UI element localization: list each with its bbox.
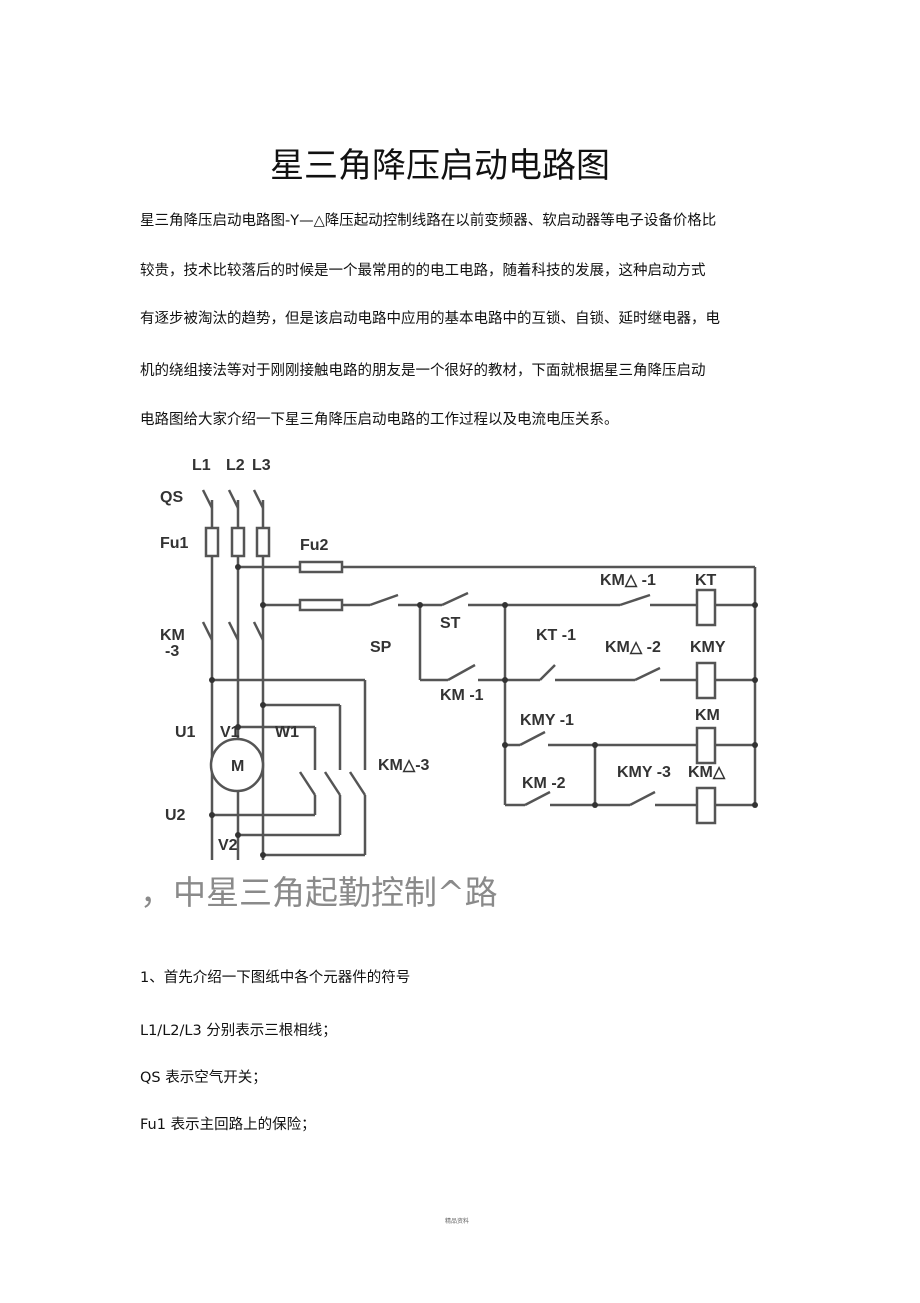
label-u1: U1	[175, 724, 196, 741]
intro-line: 星三角降压启动电路图-Y—△降压起动控制线路在以前变频器、软启动器等电子设备价格…	[140, 213, 717, 229]
fuse	[298, 598, 344, 612]
intro-line: 较贵，技术比较落后的时候是一个最常用的的电工电路，随着科技的发展，这种启动方式	[140, 263, 706, 279]
junction-dots	[209, 564, 758, 858]
label-st: ST	[440, 615, 461, 632]
label-km3-suffix: -3	[165, 643, 179, 660]
kmy-coil	[695, 661, 717, 700]
label-sp: SP	[370, 639, 392, 656]
text-line: Fu1 表示主回路上的保险；	[140, 1117, 316, 1133]
label-km1: KM -1	[440, 687, 484, 704]
label-kt: KT	[695, 572, 717, 589]
label-kmd3: KM△-3	[378, 757, 430, 774]
kmd-coil	[695, 786, 717, 825]
label-kt1: KT -1	[536, 627, 576, 644]
circuit-diagram: L1 L2 L3 QS Fu1 Fu2 KM -3 SP ST KM -1 KT…	[160, 457, 758, 860]
section-heading: ，中星三角起勤控制^路	[140, 873, 498, 912]
label-kmy: KMY	[690, 639, 726, 656]
text-line: 1、首先介绍一下图纸中各个元器件的符号	[140, 970, 411, 986]
fu1-fuses	[204, 526, 271, 558]
intro-line: 电路图给大家介绍一下星三角降压启动电路的工作过程以及电流电压关系。	[140, 412, 619, 428]
label-l1: L1	[192, 457, 211, 474]
intro-line: 机的绕组接法等对于刚刚接触电路的朋友是一个很好的教材，下面就根据星三角降压启动	[140, 363, 706, 379]
text-line: L1/L2/L3 分别表示三根相线；	[140, 1023, 337, 1039]
label-v1: V1	[220, 724, 240, 741]
label-km2: KM -2	[522, 775, 566, 792]
label-l2: L2	[226, 457, 245, 474]
km-coil	[695, 726, 717, 765]
label-km3: KM	[160, 627, 185, 644]
label-qs: QS	[160, 489, 183, 506]
label-kmy1: KMY -1	[520, 712, 574, 729]
label-kmd: KM△	[688, 764, 726, 781]
label-kmy3: KMY -3	[617, 764, 671, 781]
fu2-fuse	[298, 560, 344, 574]
intro-line: 有逐步被淘汰的趋势，但是该启动电路中应用的基本电路中的互锁、自锁、延时继电器，电	[140, 311, 720, 327]
text-line: QS 表示空气开关；	[140, 1070, 267, 1086]
label-w1: W1	[275, 724, 299, 741]
motor	[209, 737, 265, 793]
label-kmd1: KM△ -1	[600, 572, 656, 589]
label-km: KM	[695, 707, 720, 724]
label-l3: L3	[252, 457, 271, 474]
kt-coil	[695, 588, 717, 627]
page-title: 星三角降压启动电路图	[270, 146, 610, 186]
label-u2: U2	[165, 807, 186, 824]
label-fu2: Fu2	[300, 537, 329, 554]
label-motor: M	[231, 758, 244, 775]
label-kmd2: KM△ -2	[605, 639, 661, 656]
label-fu1: Fu1	[160, 535, 189, 552]
label-v2: V2	[218, 837, 238, 854]
page-footer: 精品资料	[445, 1218, 470, 1225]
